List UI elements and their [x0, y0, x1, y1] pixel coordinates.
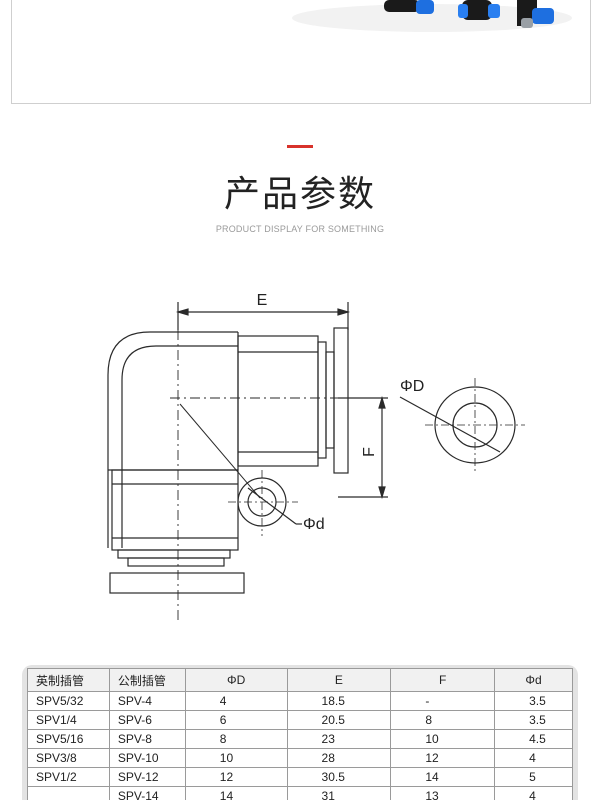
table-row: SPV-14 14 31 13 4	[27, 786, 573, 800]
table-row: SPV1/4 SPV-6 6 20.5 8 3.5	[27, 710, 573, 730]
table-row: SPV3/8 SPV-10 10 28 12 4	[27, 748, 573, 768]
cell-metric: SPV-6	[108, 710, 186, 730]
cell-e: 20.5	[286, 710, 392, 730]
cell-metric: SPV-14	[108, 786, 186, 800]
cell-e: 18.5	[286, 691, 392, 711]
header-imperial: 英制插管	[27, 668, 110, 692]
label-d: Φd	[303, 516, 325, 533]
cell-imperial: SPV3/8	[27, 748, 110, 768]
label-D: ΦD	[400, 378, 424, 395]
cell-metric: SPV-4	[108, 691, 186, 711]
spec-table: 英制插管 公制插管 ΦD E F Φd SPV5/32 SPV-4 4 18.5…	[27, 668, 573, 800]
cell-e: 31	[286, 786, 392, 800]
cell-imperial: SPV5/32	[27, 691, 110, 711]
table-row: SPV1/2 SPV-12 12 30.5 14 5	[27, 767, 573, 787]
cell-e: 23	[286, 729, 392, 749]
cell-id: 4.5	[494, 729, 573, 749]
cell-imperial	[27, 786, 110, 800]
section-title: 产品参数	[223, 174, 376, 215]
cell-od: 6	[184, 710, 288, 730]
elbow-fitting-diagram: E F ΦD Φd	[107, 292, 525, 620]
cell-id: 4	[494, 786, 573, 800]
header-f: F	[390, 668, 496, 692]
section-subtitle: PRODUCT DISPLAY FOR SOMETHING	[215, 224, 385, 234]
cell-od: 14	[184, 786, 288, 800]
cell-imperial: SPV5/16	[27, 729, 110, 749]
cell-f: 8	[390, 710, 496, 730]
cell-od: 4	[184, 691, 288, 711]
cell-od: 12	[184, 767, 288, 787]
cell-f: 10	[390, 729, 496, 749]
cell-id: 5	[494, 767, 573, 787]
cell-f: 14	[390, 767, 496, 787]
header-id: Φd	[494, 668, 573, 692]
cell-od: 8	[184, 729, 288, 749]
cell-f: 13	[390, 786, 496, 800]
cell-e: 30.5	[286, 767, 392, 787]
label-F: F	[361, 447, 378, 457]
cell-f: 12	[390, 748, 496, 768]
spec-table-frame: 英制插管 公制插管 ΦD E F Φd SPV5/32 SPV-4 4 18.5…	[22, 665, 578, 800]
cell-imperial: SPV1/4	[27, 710, 110, 730]
cell-id: 4	[494, 748, 573, 768]
header-metric: 公制插管	[108, 668, 186, 692]
table-header-row: 英制插管 公制插管 ΦD E F Φd	[27, 668, 573, 692]
product-photo-banner	[11, 0, 591, 104]
label-E: E	[257, 292, 268, 309]
cell-metric: SPV-8	[108, 729, 186, 749]
cell-id: 3.5	[494, 710, 573, 730]
title-accent-bar	[287, 145, 313, 148]
header-od: ΦD	[184, 668, 288, 692]
header-e: E	[286, 668, 392, 692]
cell-e: 28	[286, 748, 392, 768]
cell-id: 3.5	[494, 691, 573, 711]
table-row: SPV5/32 SPV-4 4 18.5 - 3.5	[27, 691, 573, 711]
table-row: SPV5/16 SPV-8 8 23 10 4.5	[27, 729, 573, 749]
product-photo	[12, 0, 590, 103]
cell-od: 10	[184, 748, 288, 768]
cell-metric: SPV-10	[108, 748, 186, 768]
cell-metric: SPV-12	[108, 767, 186, 787]
cell-f: -	[390, 691, 496, 711]
cell-imperial: SPV1/2	[27, 767, 110, 787]
